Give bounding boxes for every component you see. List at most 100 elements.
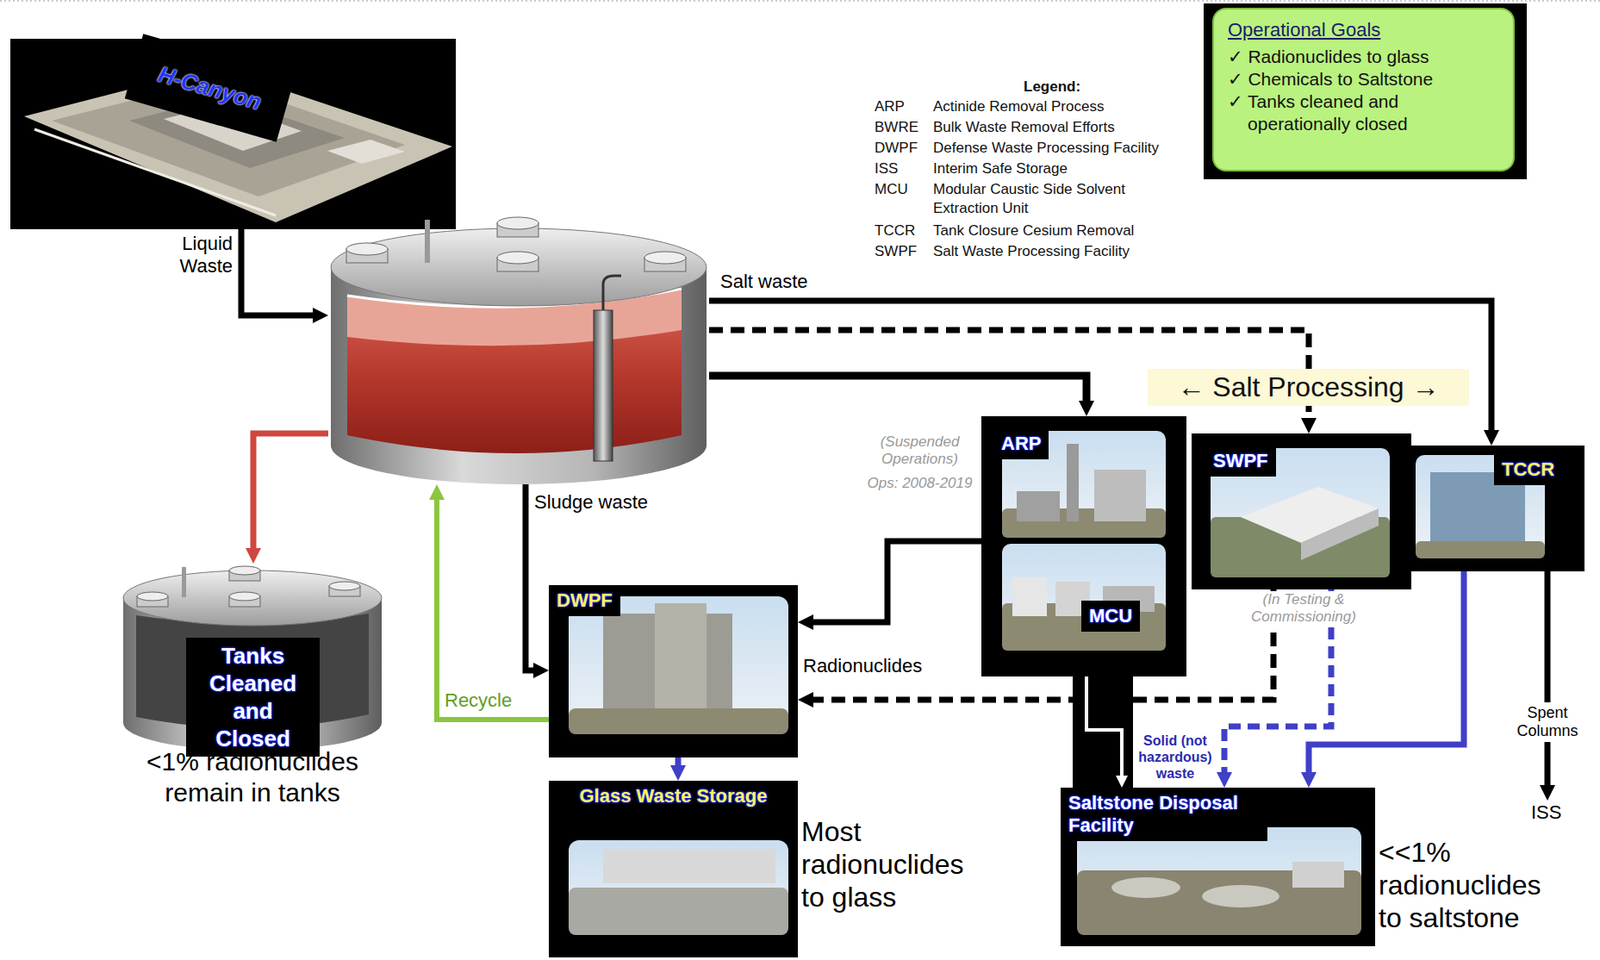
end-point: ISS: [1531, 800, 1566, 825]
flow-connector: [675, 757, 682, 766]
legend-definition: Tank Closure Cesium Removal: [933, 221, 1134, 241]
closed-tank-illustration: [136, 591, 169, 601]
facility-box: ARP: [981, 416, 1187, 548]
waste-tank-illustration: [593, 310, 613, 461]
node-text: SWPF: [1205, 445, 1277, 477]
closed-tank: Tanks Cleaned and Closed<1% radionuclide…: [117, 563, 388, 819]
flow-connector: [813, 541, 982, 623]
flow-connector: [525, 484, 534, 671]
legend-abbreviation: MCU: [874, 180, 909, 200]
connector-label: Solid (not hazardous) waste: [1135, 732, 1215, 782]
node-text: Tanks Cleaned and Closed: [186, 637, 320, 757]
node-text: ARP: [993, 428, 1049, 460]
glass-storage-photo: [548, 780, 798, 958]
flow-connector: [241, 229, 313, 316]
glass-storage-photo: [568, 887, 789, 935]
flow-connector: [1086, 676, 1122, 776]
dwpf-photo: [568, 708, 789, 735]
facility-box: MCU: [981, 547, 1187, 677]
saltstone-photo: [1292, 861, 1345, 888]
node-text: ✓ Tanks cleaned and operationally closed: [1227, 90, 1500, 136]
connector-label: Recycle: [444, 689, 512, 712]
node-text: <<1% radionuclides to saltstone: [1378, 835, 1560, 934]
closed-tank-illustration: [229, 566, 261, 575]
saltstone-photo: [1060, 787, 1376, 947]
flow-connector: [1544, 571, 1551, 785]
legend-definition: Bulk Waste Removal Efforts: [933, 118, 1115, 137]
arp-mcu-photos: [1094, 469, 1146, 522]
flow-connector: [436, 499, 549, 720]
arp-mcu-photos: [1066, 443, 1079, 522]
swpf-photo: [1301, 508, 1379, 561]
goals-frame: [1203, 3, 1527, 180]
swpf-photo: [1191, 433, 1412, 590]
connector-label: Salt waste: [720, 270, 809, 293]
facility-box: Glass Waste StorageMost radionuclides to…: [548, 780, 983, 958]
dwpf-photo: [548, 585, 798, 758]
legend-abbreviation: ISS: [874, 159, 898, 179]
arp-mcu-photos: [1072, 676, 1134, 788]
node-text: Operational Goals: [1227, 18, 1500, 43]
node-text: MCU: [1081, 600, 1140, 632]
facility-box: TCCR: [1407, 445, 1585, 572]
connector-label: Liquid Waste: [163, 232, 233, 278]
node-text: Glass Waste Storage: [548, 780, 798, 812]
tccr-photo: [1407, 445, 1585, 572]
arp-mcu-photos: [1016, 491, 1060, 522]
saltstone-photo: [1060, 787, 1376, 947]
legend-definition: Actinide Removal Process: [933, 97, 1104, 117]
waste-tank: [328, 219, 710, 485]
legend-abbreviation: TCCR: [874, 221, 916, 241]
arp-mcu-photos: [981, 416, 1187, 677]
node-text: ✓ Radionuclides to glass: [1227, 45, 1500, 69]
flow-connector: [709, 300, 1492, 430]
saltstone-photo: [1111, 877, 1181, 898]
tccr-photo: [1415, 541, 1545, 559]
waste-tank-illustration: [424, 219, 430, 263]
legend-abbreviation: DWPF: [874, 138, 918, 158]
glass-storage-photo: [568, 840, 789, 935]
saltstone-photo: [1201, 884, 1280, 908]
closed-tank-illustration: [123, 570, 382, 626]
connector-label: Radionuclides: [803, 654, 922, 678]
node-text: H-Canyon: [124, 33, 295, 142]
goals-box: Operational Goals✓ Radionuclides to glas…: [1212, 7, 1515, 172]
node-text: <1% radionuclides remain in tanks: [123, 746, 382, 809]
page-border: [0, 0, 1600, 2]
waste-tank-illustration: [497, 251, 539, 264]
facility-box: DWPF: [548, 585, 798, 758]
legend-abbreviation: ARP: [874, 97, 905, 117]
closed-tank-illustration: [181, 566, 187, 598]
legend-title: Legend:: [1023, 77, 1081, 97]
waste-tank-illustration: [330, 228, 707, 306]
node-text: Saltstone Disposal Facility: [1060, 787, 1268, 841]
swpf-photo: [1191, 433, 1412, 590]
arp-mcu-photos: [981, 416, 1187, 788]
node-text: ✓ Chemicals to Saltstone: [1227, 68, 1500, 91]
arp-mcu-photos: [1002, 543, 1166, 651]
waste-tank-illustration: [497, 217, 539, 230]
waste-tank-illustration: [346, 242, 388, 256]
status-note: (In Testing & Commissioning): [1238, 591, 1369, 626]
node-text: TCCR: [1494, 454, 1563, 486]
status-note: Ops: 2008-2019: [861, 474, 978, 492]
goals-frame: [1203, 3, 1527, 180]
legend-definition: Salt Waste Processing Facility: [933, 242, 1130, 262]
dwpf-photo: [548, 585, 798, 758]
node-text: Most radionuclides to glass: [801, 815, 983, 914]
glass-storage-photo: [603, 848, 776, 884]
flow-connector: [709, 375, 1087, 401]
connector-label: Spent Columns: [1508, 702, 1587, 742]
flow-connector: [813, 589, 1274, 700]
node-text: DWPF: [548, 585, 621, 617]
section-banner: ← Salt Processing →: [1147, 368, 1470, 406]
h-canyon-illustration: [327, 139, 405, 164]
flow-connector: [253, 433, 329, 548]
arp-mcu-photos: [1012, 577, 1047, 617]
waste-tank-illustration: [603, 275, 622, 311]
legend-abbreviation: SWPF: [874, 242, 917, 262]
legend-definition: Modular Caustic Side Solvent Extraction …: [933, 180, 1192, 218]
waste-tank-illustration: [330, 217, 707, 485]
node-text: ISS: [1531, 800, 1562, 825]
